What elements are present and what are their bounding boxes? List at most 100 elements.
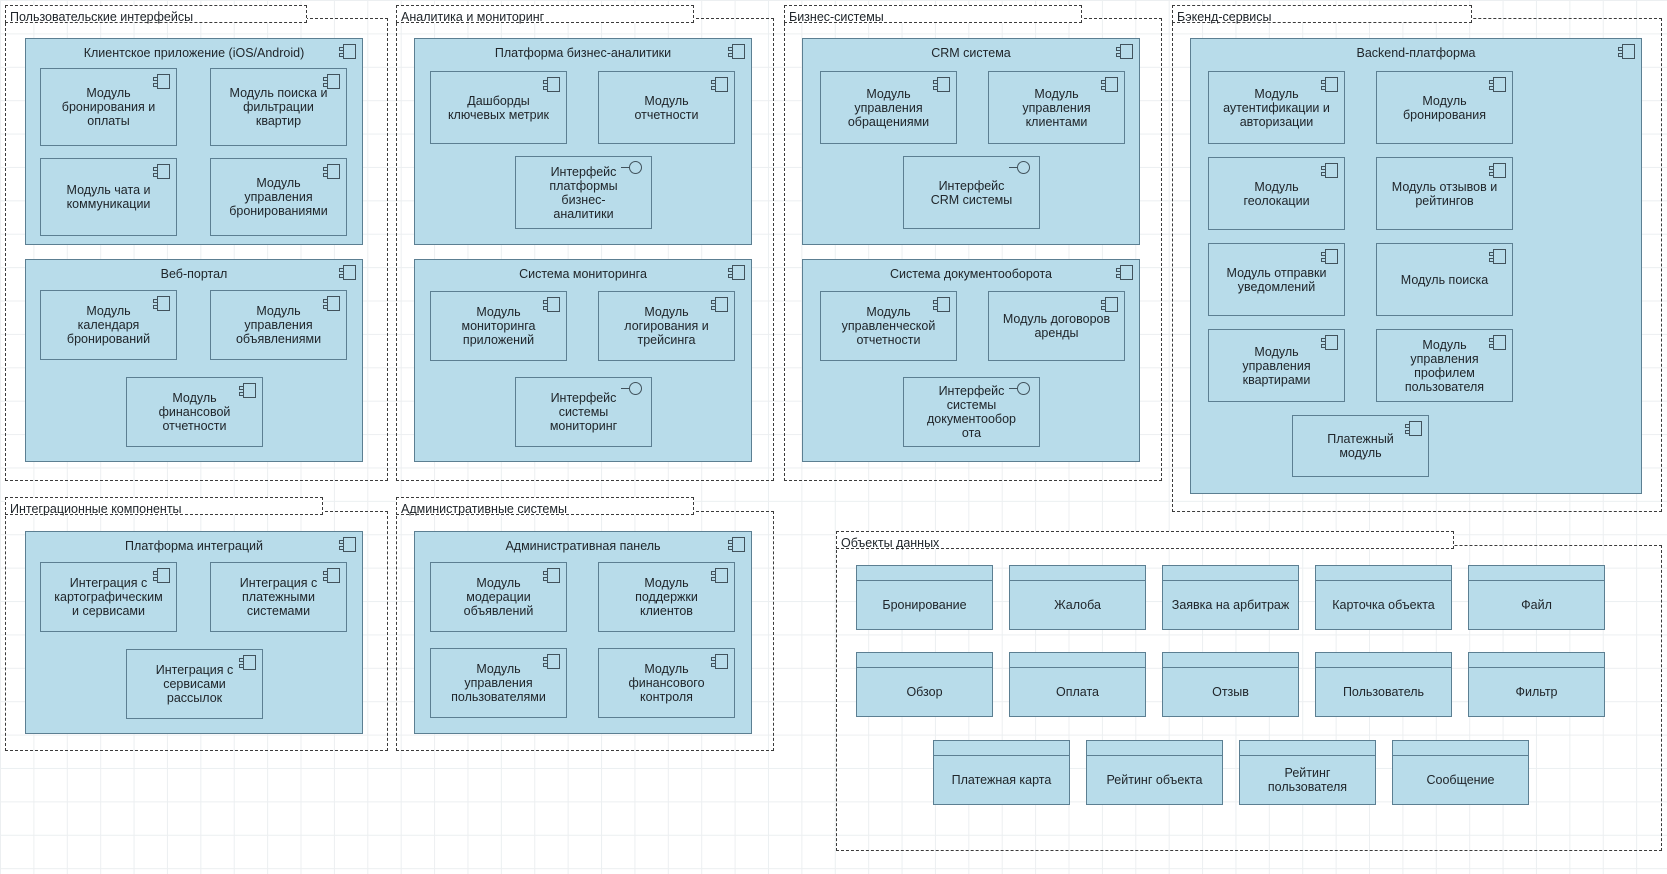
interface-icon (1009, 161, 1031, 175)
interface-monitoring[interactable]: Интерфейс системы мониторинг (515, 377, 652, 447)
component-web-portal-child-0[interactable]: Модуль календаря бронирований (40, 290, 177, 360)
component-label: Модуль управленческой отчетности (841, 305, 936, 347)
component-admin-child-0[interactable]: Модуль модерации объявлений (430, 562, 567, 632)
data-object-label: Пользователь (1342, 685, 1425, 699)
data-object-11[interactable]: Рейтинг объекта (1086, 740, 1223, 805)
component-label: Веб-портал (160, 267, 228, 281)
data-object-label: Рейтинг пользователя (1267, 766, 1348, 794)
component-icon (323, 164, 340, 179)
data-object-label: Отзыв (1212, 685, 1249, 699)
component-backend-child-5[interactable]: Модуль поиска (1376, 243, 1513, 316)
component-label: Модуль мониторинга приложений (461, 305, 536, 347)
data-object-6[interactable]: Оплата (1009, 652, 1146, 717)
component-label: Модуль логирования и трейсинга (624, 305, 709, 347)
component-label: Backend-платформа (1356, 46, 1476, 60)
component-backend-child-3[interactable]: Модуль отзывов и рейтингов (1376, 157, 1513, 230)
component-backend-child-4[interactable]: Модуль отправки уведомлений (1208, 243, 1345, 316)
data-object-header-band (1010, 653, 1145, 668)
data-object-0[interactable]: Бронирование (856, 565, 993, 630)
component-bi-platform-child-1[interactable]: Модуль отчетности (598, 71, 735, 144)
component-backend-child-8[interactable]: Платежный модуль (1292, 415, 1429, 477)
package-title-business: Бизнес-системы (784, 5, 1082, 23)
interface-docflow[interactable]: Интерфейс системы документообор ота (903, 377, 1040, 447)
component-label: Модуль управления пользователями (451, 662, 546, 704)
data-object-label: Файл (1521, 598, 1552, 612)
component-label: Модуль управления обращениями (847, 86, 930, 129)
data-object-label: Оплата (1056, 685, 1099, 699)
interface-crm[interactable]: Интерфейс CRM системы (903, 156, 1040, 229)
data-object-5[interactable]: Обзор (856, 652, 993, 717)
data-object-3[interactable]: Карточка объекта (1315, 565, 1452, 630)
component-icon (1321, 163, 1338, 178)
component-admin-child-3[interactable]: Модуль финансового контроля (598, 648, 735, 718)
component-crm-child-1[interactable]: Модуль управления клиентами (988, 71, 1125, 144)
component-label: Модуль управления профилем пользователя (1404, 337, 1485, 394)
data-object-1[interactable]: Жалоба (1009, 565, 1146, 630)
component-docflow-child-0[interactable]: Модуль управленческой отчетности (820, 291, 957, 361)
component-monitoring-child-1[interactable]: Модуль логирования и трейсинга (598, 291, 735, 361)
data-object-header-band (1316, 653, 1451, 668)
component-backend-child-2[interactable]: Модуль геолокации (1208, 157, 1345, 230)
component-icon (543, 568, 560, 583)
component-icon (1101, 77, 1118, 92)
data-object-label: Сообщение (1426, 773, 1495, 787)
component-backend-child-6[interactable]: Модуль управления квартирами (1208, 329, 1345, 402)
component-backend-child-0[interactable]: Модуль аутентификации и авторизации (1208, 71, 1345, 144)
component-icon (153, 568, 170, 583)
component-backend-child-7[interactable]: Модуль управления профилем пользователя (1376, 329, 1513, 402)
data-object-4[interactable]: Файл (1468, 565, 1605, 630)
package-title-analytics: Аналитика и мониторинг (396, 5, 694, 23)
component-bi-platform-child-0[interactable]: Дашборды ключевых метрик (430, 71, 567, 144)
data-object-7[interactable]: Отзыв (1162, 652, 1299, 717)
data-object-label: Карточка объекта (1332, 598, 1435, 612)
component-icon (153, 74, 170, 89)
component-crm-child-0[interactable]: Модуль управления обращениями (820, 71, 957, 144)
component-icon (1489, 249, 1506, 264)
data-object-label: Бронирование (882, 598, 967, 612)
component-label: Интеграция с сервисами рассылок (155, 663, 234, 705)
component-label: Интеграция с платежными системами (239, 576, 318, 618)
component-client-app-child-0[interactable]: Модуль бронирования и оплаты (40, 68, 177, 146)
data-object-9[interactable]: Фильтр (1468, 652, 1605, 717)
component-label: Платежный модуль (1327, 432, 1394, 460)
component-icon (1101, 297, 1118, 312)
component-label: Модуль управления клиентами (1022, 86, 1091, 129)
component-label: Клиентское приложение (iOS/Android) (83, 46, 305, 60)
component-integration-child-0[interactable]: Интеграция с картографическим и сервисам… (40, 562, 177, 632)
component-icon (1405, 421, 1422, 436)
component-icon (711, 568, 728, 583)
data-object-2[interactable]: Заявка на арбитраж (1162, 565, 1299, 630)
component-web-portal-child-1[interactable]: Модуль управления объявлениями (210, 290, 347, 360)
interface-bi-platform[interactable]: Интерфейс платформы бизнес- аналитики (515, 156, 652, 229)
component-client-app-child-3[interactable]: Модуль управления бронированиями (210, 158, 347, 236)
interface-icon (621, 382, 643, 396)
component-admin-child-1[interactable]: Модуль поддержки клиентов (598, 562, 735, 632)
data-object-label: Обзор (906, 685, 943, 699)
component-icon (153, 164, 170, 179)
component-monitoring-child-0[interactable]: Модуль мониторинга приложений (430, 291, 567, 361)
component-icon (323, 296, 340, 311)
data-object-12[interactable]: Рейтинг пользователя (1239, 740, 1376, 805)
component-backend-child-1[interactable]: Модуль бронирования (1376, 71, 1513, 144)
component-docflow-child-1[interactable]: Модуль договоров аренды (988, 291, 1125, 361)
data-object-header-band (934, 741, 1069, 756)
component-icon (933, 297, 950, 312)
component-icon (711, 297, 728, 312)
data-object-13[interactable]: Сообщение (1392, 740, 1529, 805)
package-title-admin: Административные системы (396, 497, 694, 515)
data-object-header-band (857, 566, 992, 581)
component-client-app-child-2[interactable]: Модуль чата и коммуникации (40, 158, 177, 236)
data-object-10[interactable]: Платежная карта (933, 740, 1070, 805)
component-integration-child-1[interactable]: Интеграция с платежными системами (210, 562, 347, 632)
component-integration-child-2[interactable]: Интеграция с сервисами рассылок (126, 649, 263, 719)
component-client-app-child-1[interactable]: Модуль поиска и фильтрации квартир (210, 68, 347, 146)
component-icon (239, 383, 256, 398)
component-web-portal-child-2[interactable]: Модуль финансовой отчетности (126, 377, 263, 447)
component-label: Модуль модерации объявлений (463, 576, 534, 618)
component-label: Интерфейс платформы бизнес- аналитики (549, 164, 618, 221)
component-label: Модуль поиска и фильтрации квартир (229, 86, 328, 128)
component-admin-child-2[interactable]: Модуль управления пользователями (430, 648, 567, 718)
component-icon (153, 296, 170, 311)
data-object-8[interactable]: Пользователь (1315, 652, 1452, 717)
package-title-backend: Бэкенд-сервисы (1172, 5, 1472, 23)
